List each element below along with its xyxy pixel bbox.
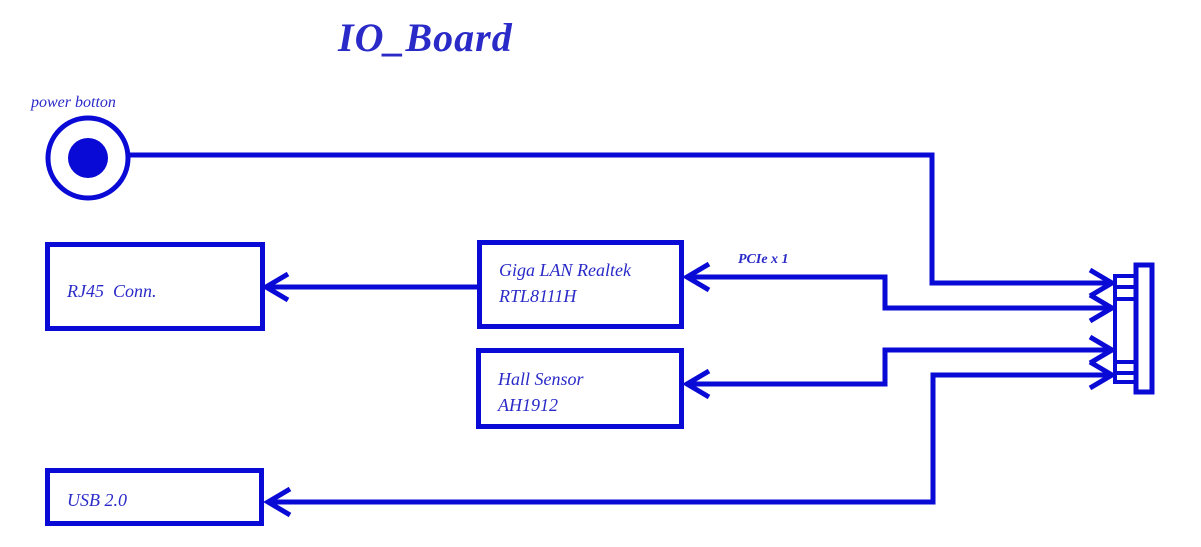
block-giga-lan: Giga LAN Realtek RTL8111H xyxy=(477,240,684,329)
block-rj45: RJ45 Conn. xyxy=(45,242,265,331)
block-hall-sensor: Hall Sensor AH1912 xyxy=(476,348,684,429)
block-usb: USB 2.0 xyxy=(45,468,264,526)
usb-wire xyxy=(268,372,1108,505)
pcie-wire xyxy=(689,274,1108,311)
arrow-into-rj45-icon xyxy=(261,271,290,303)
block-usb-label: USB 2.0 xyxy=(67,490,127,510)
block-rj45-label: RJ45 Conn. xyxy=(67,281,157,301)
page-title: IO_Board xyxy=(338,15,513,60)
arrow-into-connector-pcie-icon xyxy=(1088,292,1117,324)
power-button-inner-dot xyxy=(68,138,108,178)
arrow-into-usb-icon xyxy=(263,486,292,518)
edge-connector-body xyxy=(1133,262,1155,395)
arrow-into-giga-lan-icon xyxy=(682,261,711,293)
arrow-into-connector-hall-icon xyxy=(1088,334,1117,366)
hall-sensor-wire xyxy=(689,347,1108,387)
block-giga-lan-label-line2: RTL8111H xyxy=(499,286,577,306)
block-giga-lan-label-line1: Giga LAN Realtek xyxy=(499,260,631,280)
arrow-into-connector-power-icon xyxy=(1088,267,1117,299)
edge-connector-pin-dividers xyxy=(1115,285,1137,375)
power-wire xyxy=(128,152,1108,286)
power-button-label: power botton xyxy=(31,94,116,111)
block-hall-sensor-label-line2: AH1912 xyxy=(498,395,558,415)
block-hall-sensor-label-line1: Hall Sensor xyxy=(498,369,584,389)
arrow-into-connector-usb-icon xyxy=(1088,359,1117,391)
pcie-bus-label: PCIe x 1 xyxy=(738,252,789,267)
arrow-into-hall-sensor-icon xyxy=(682,368,711,400)
